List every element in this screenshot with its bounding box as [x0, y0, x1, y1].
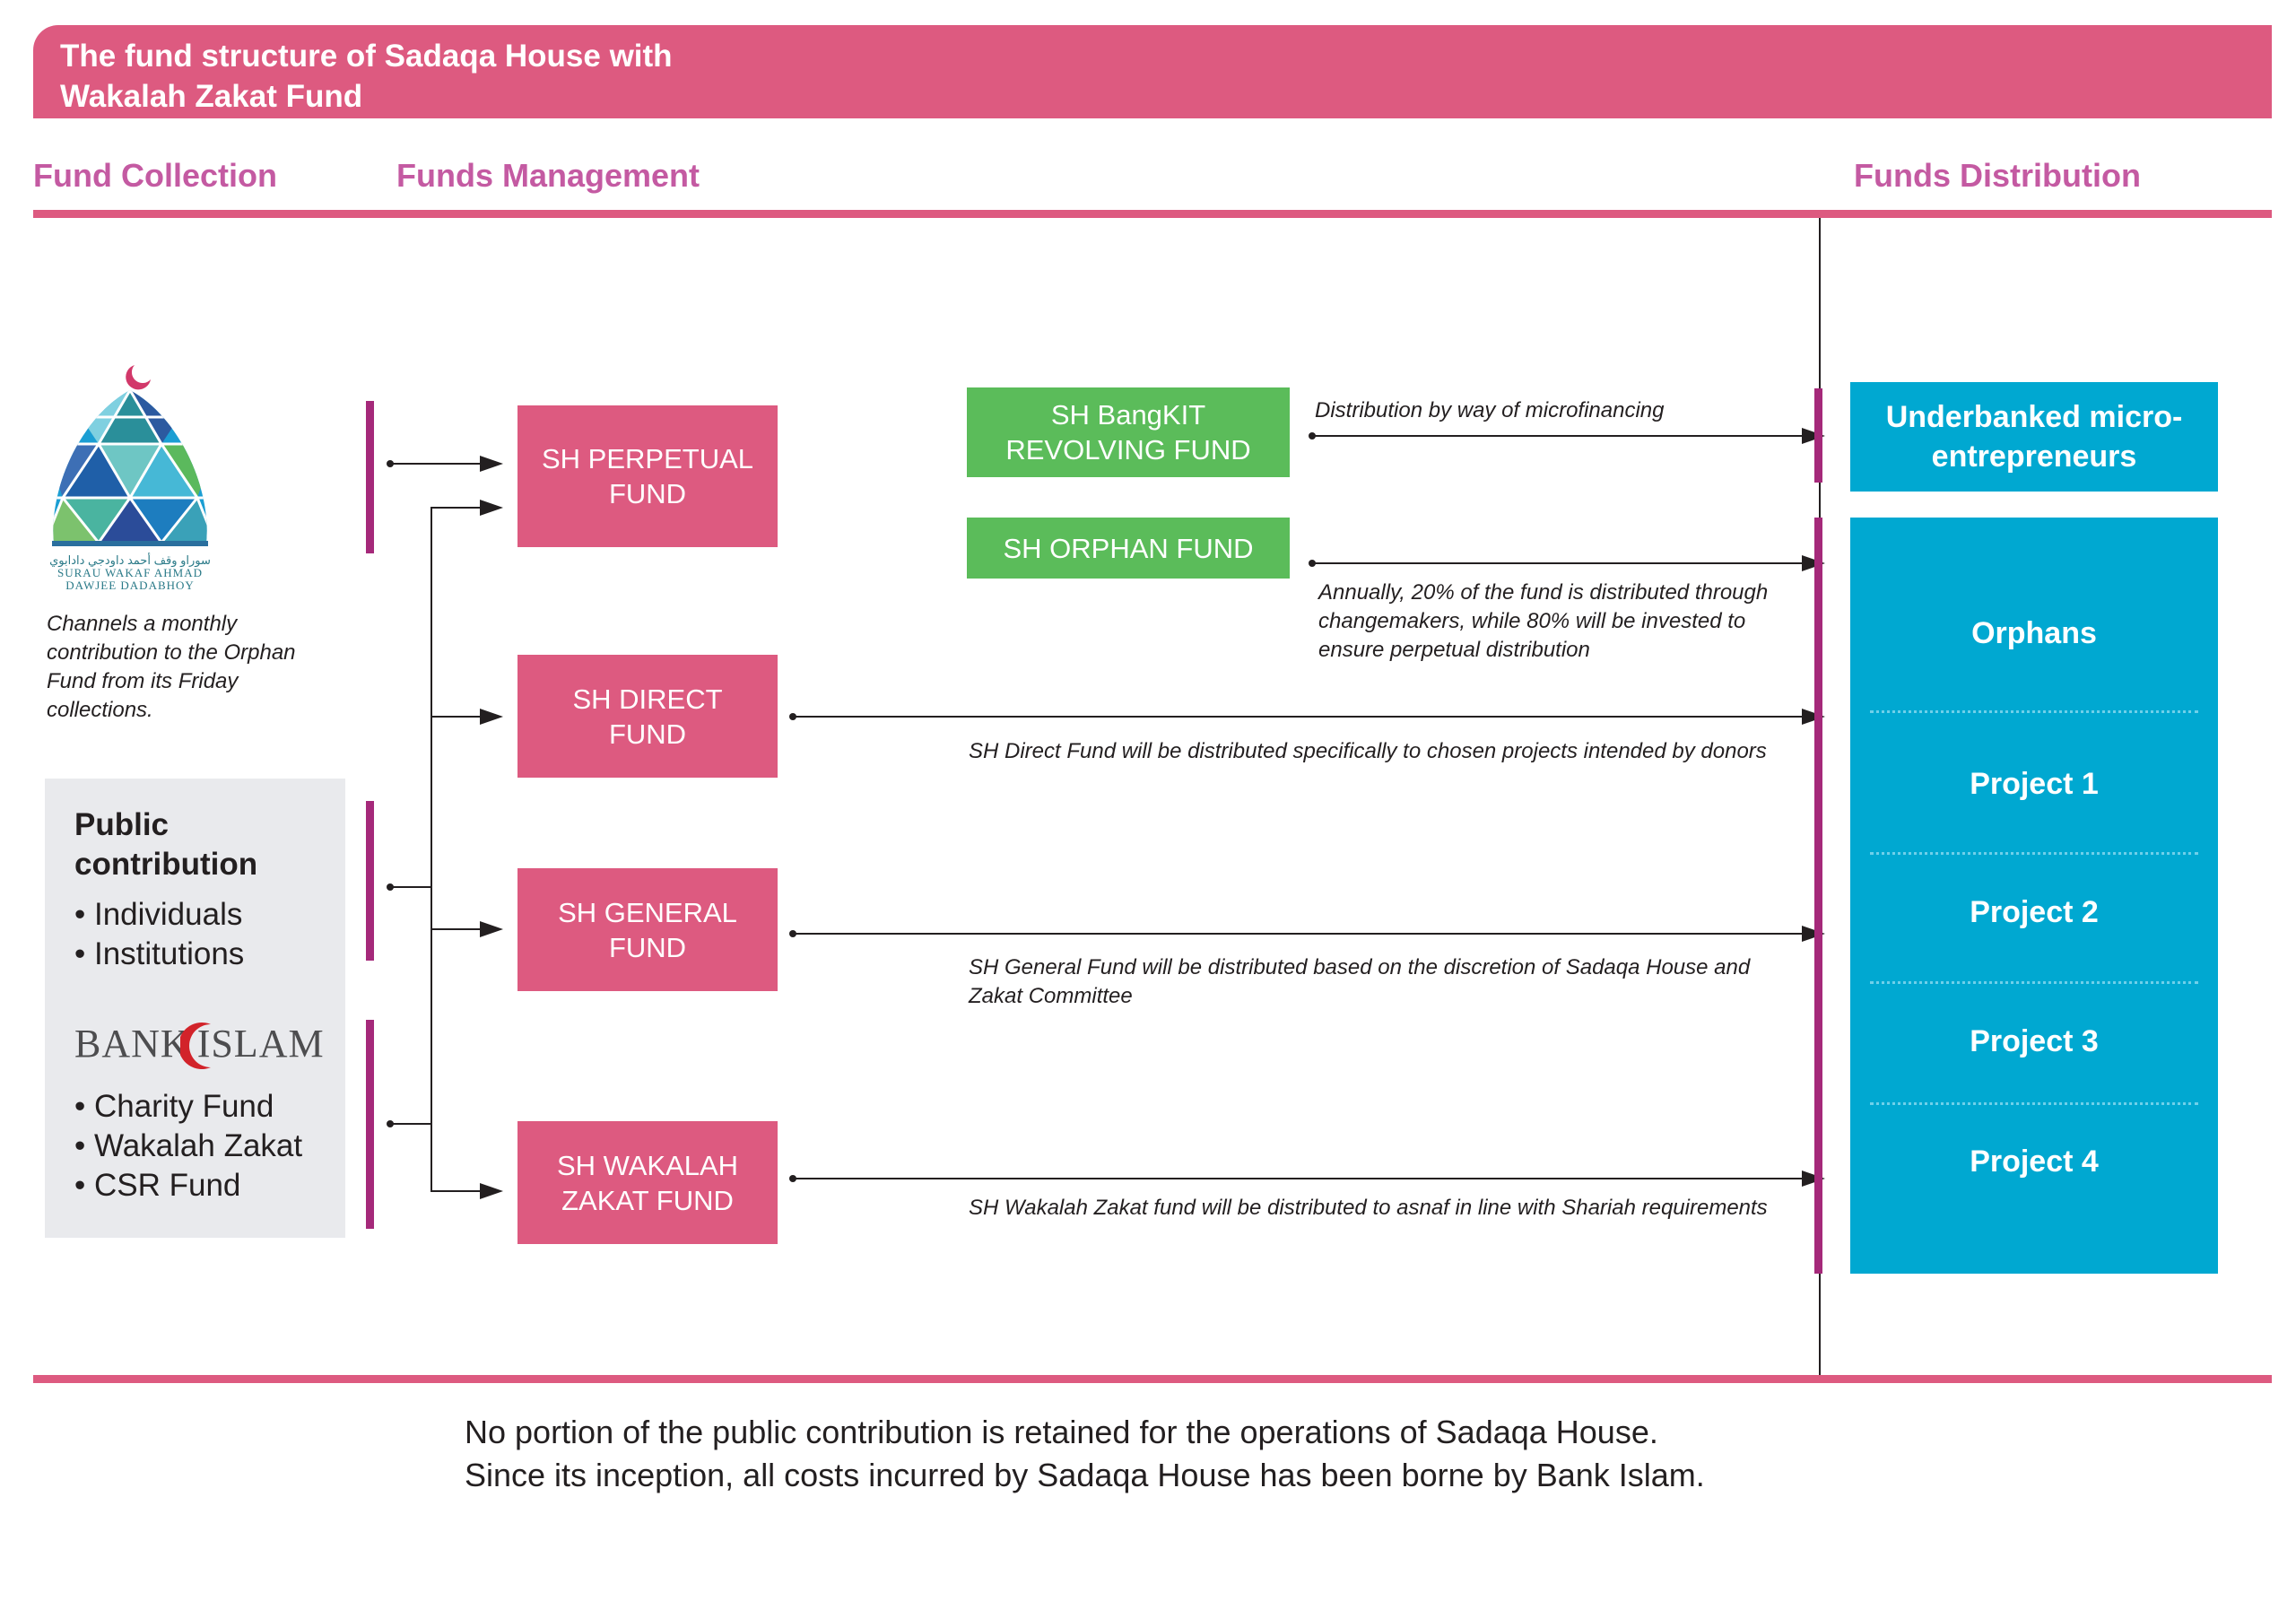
- public-contribution-box: [45, 779, 345, 1238]
- bank-source-bar: [366, 1020, 374, 1229]
- footer-line-1: No portion of the public contribution is…: [465, 1414, 1658, 1450]
- underbanked-receive-bar: [1814, 388, 1822, 483]
- surau-logo-arabic: سوراو وقف أحمد داودجي دادابوي: [49, 553, 211, 567]
- connector-line: [390, 1123, 431, 1125]
- list-item: • Individuals: [74, 897, 243, 932]
- sh-direct-fund-box: SH DIRECT FUND: [517, 655, 778, 778]
- underbanked-box: Underbanked micro-entrepreneurs: [1850, 382, 2218, 492]
- title-bar: [33, 25, 2272, 118]
- sh-wakalah-zakat-fund-box: SH WAKALAH ZAKAT FUND: [517, 1121, 778, 1244]
- divider: [1870, 981, 2198, 984]
- sh-perpetual-fund-label: SH PERPETUAL FUND: [541, 443, 753, 509]
- divider: [1870, 852, 2198, 855]
- bank-crescent-icon: [180, 1023, 211, 1069]
- title-line-2: Wakalah Zakat Fund: [60, 79, 363, 114]
- wakalah-flow-line: [793, 1178, 1802, 1179]
- mosque-dome-icon: [52, 365, 208, 546]
- funds-distribution-heading: Funds Distribution: [1854, 157, 2141, 194]
- branch-to-wakalah: [430, 1190, 480, 1192]
- sh-bangkit-fund-label: SH BangKIT REVOLVING FUND: [1005, 399, 1251, 466]
- list-item: • Wakalah Zakat: [74, 1128, 303, 1163]
- direct-note: SH Direct Fund will be distributed speci…: [969, 739, 1767, 763]
- sh-bangkit-fund-box: SH BangKIT REVOLVING FUND: [967, 387, 1290, 477]
- general-note: SH General Fund will be distributed base…: [969, 955, 1751, 1008]
- list-item: • Charity Fund: [74, 1089, 274, 1124]
- public-contribution-list: • Individuals • Institutions: [74, 895, 335, 974]
- sh-orphan-fund-label: SH ORPHAN FUND: [1003, 532, 1254, 564]
- distribution-item: Project 2: [1970, 895, 2099, 929]
- sh-general-fund-label: SH GENERAL FUND: [558, 896, 737, 963]
- arrow-head: [480, 500, 503, 516]
- list-item: • Institutions: [74, 936, 245, 971]
- surau-note: Channels a monthly contribution to the O…: [47, 612, 296, 722]
- wakalah-note: SH Wakalah Zakat fund will be distribute…: [969, 1196, 1768, 1220]
- connector-line: [390, 463, 480, 465]
- arrow-head: [480, 456, 503, 472]
- bottom-rule: [33, 1375, 2272, 1383]
- bank-islam-list: • Charity Fund • Wakalah Zakat • CSR Fun…: [74, 1087, 344, 1205]
- bangkit-flow-line: [1312, 435, 1802, 437]
- sh-perpetual-fund-box: SH PERPETUAL FUND: [517, 405, 778, 547]
- arrow-head: [480, 1183, 503, 1199]
- top-rule: [33, 210, 2272, 218]
- sh-direct-fund-label: SH DIRECT FUND: [572, 683, 723, 750]
- projects-receive-bar: [1814, 518, 1822, 1274]
- divider: [1870, 710, 2198, 713]
- surau-logo: سوراو وقف أحمد داودجي دادابوي SURAU WAKA…: [45, 363, 215, 596]
- underbanked-label: Underbanked micro-entrepreneurs: [1885, 400, 2183, 474]
- sh-orphan-fund-box: SH ORPHAN FUND: [967, 518, 1290, 579]
- surau-source-bar: [366, 401, 374, 553]
- management-trunk-line: [430, 507, 432, 1191]
- direct-flow-line: [793, 716, 1802, 718]
- sh-general-fund-box: SH GENERAL FUND: [517, 868, 778, 991]
- bangkit-note: Distribution by way of microfinancing: [1315, 398, 1665, 422]
- connector-line: [390, 886, 431, 888]
- distribution-item: Project 3: [1970, 1024, 2099, 1058]
- bank-logo-part-1: BANK: [74, 1022, 190, 1066]
- public-contribution-title: Public contribution: [74, 807, 258, 882]
- public-source-bar: [366, 801, 374, 961]
- divider: [1870, 1102, 2198, 1105]
- surau-logo-line-1: SURAU WAKAF AHMAD: [57, 566, 203, 579]
- funds-management-heading: Funds Management: [396, 157, 700, 194]
- list-item: • CSR Fund: [74, 1168, 241, 1203]
- surau-logo-line-2: DAWJEE DADABHOY: [65, 579, 195, 592]
- sh-wakalah-zakat-fund-label: SH WAKALAH ZAKAT FUND: [556, 1149, 739, 1216]
- bank-logo-part-2: ISLAM: [196, 1022, 325, 1066]
- arrow-head: [480, 921, 503, 937]
- arrow-head: [480, 709, 503, 725]
- title-line-1: The fund structure of Sadaqa House with: [60, 39, 673, 74]
- footer-line-2: Since its inception, all costs incurred …: [465, 1457, 1705, 1493]
- fund-collection-heading: Fund Collection: [33, 157, 277, 194]
- beneficiaries-box: [1850, 518, 2218, 1274]
- distribution-item: Project 4: [1970, 1144, 2099, 1179]
- footer-note: No portion of the public contribution is…: [465, 1411, 2169, 1497]
- branch-to-direct: [430, 716, 480, 718]
- orphan-flow-line: [1312, 562, 1802, 564]
- branch-to-general: [430, 928, 480, 930]
- diagram-title: The fund structure of Sadaqa House with …: [60, 36, 867, 117]
- distribution-item: Project 1: [1970, 767, 2099, 801]
- distribution-item: Orphans: [1971, 616, 2097, 650]
- general-flow-line: [793, 933, 1802, 935]
- orphan-note: Annually, 20% of the fund is distributed…: [1318, 580, 1769, 662]
- branch-to-perpetual: [430, 507, 480, 509]
